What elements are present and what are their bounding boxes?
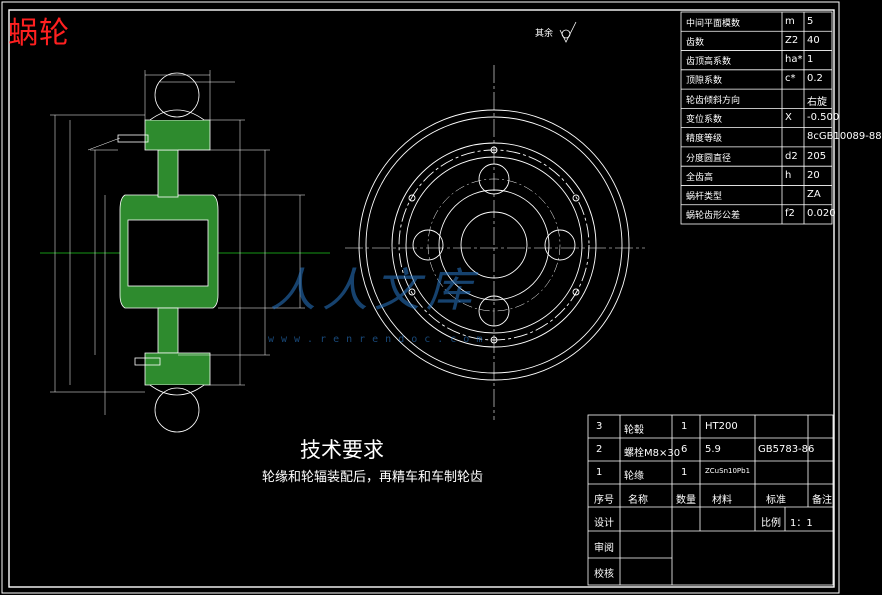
bolt-hole: [490, 336, 498, 344]
part-name: 轮缘: [624, 471, 644, 482]
param-name: 轮齿倾斜方向: [686, 95, 741, 106]
bolt-hole: [572, 288, 580, 296]
param-symbol: c*: [785, 73, 796, 85]
param-value: 0.2: [807, 73, 823, 85]
param-name: 变位系数: [686, 115, 723, 125]
bolt-hole: [408, 288, 416, 296]
web-upper: [157, 149, 179, 198]
bolt-hole: [408, 194, 416, 202]
part-no: 2: [596, 444, 603, 455]
param-name: 齿顶高系数: [686, 57, 732, 68]
param-name: 精度等级: [686, 134, 723, 145]
front-view: [345, 65, 645, 420]
bolt-hole: [572, 194, 580, 202]
tech-requirements-text: 轮缘和轮辐装配后，再精车和车制轮齿: [262, 470, 484, 485]
web-lower: [157, 307, 179, 354]
param-name: 蜗轮齿形公差: [686, 211, 741, 222]
param-value: -0.500: [807, 112, 840, 123]
web-outer-circle: [405, 156, 583, 334]
param-name: 蜗杆类型: [686, 192, 723, 203]
part-standard: GB5783-86: [758, 444, 815, 455]
header-note: 备注: [812, 495, 832, 506]
param-value: 5: [807, 15, 814, 27]
roughness-label: 其余: [535, 29, 554, 39]
roughness-symbol: [559, 21, 577, 43]
part-qty: 6: [681, 444, 688, 455]
param-name: 全齿高: [686, 172, 714, 183]
title-design: 设计: [594, 518, 614, 529]
part-material: ZCuSn10Pb1: [705, 467, 751, 475]
param-symbol: ha*: [785, 54, 803, 66]
param-value: 1: [807, 54, 814, 66]
worm-outline-upper: [154, 72, 200, 118]
header-no: 序号: [594, 495, 614, 506]
part-qty: 1: [681, 467, 688, 478]
bolt-lower: [134, 357, 161, 366]
part-qty: 1: [681, 421, 688, 432]
rim-inner-circle: [391, 142, 597, 348]
param-value: 8cGB10089-88: [807, 131, 882, 143]
outer-border: [1, 1, 840, 594]
drawing-title: 蜗轮: [8, 16, 70, 51]
param-symbol: X: [785, 112, 792, 123]
param-value: 0.020: [807, 208, 836, 220]
tech-requirements-heading: 技术要求: [300, 438, 384, 462]
param-value: 右旋: [807, 96, 827, 108]
watermark-url: www.renrendoc.com: [268, 334, 490, 345]
param-symbol: m: [785, 15, 795, 27]
tooth-arc-lower: [149, 384, 205, 396]
param-value: 205: [807, 150, 827, 162]
hub-circle: [438, 189, 550, 301]
param-symbol: f2: [785, 208, 795, 220]
part-no: 1: [596, 467, 603, 478]
tip-circle: [365, 116, 623, 374]
part-material: 5.9: [705, 444, 721, 455]
part-material: HT200: [705, 421, 738, 432]
param-symbol: Z2: [785, 34, 799, 46]
param-value: 20: [807, 169, 820, 181]
watermark-text: 人人文库: [270, 263, 478, 317]
web-hole-bottom: [478, 295, 510, 327]
bolt-upper: [117, 134, 149, 143]
web-hole-left: [412, 229, 444, 261]
param-value: 40: [807, 34, 820, 46]
title-scale-label: 比例: [761, 518, 781, 529]
param-symbol: d2: [785, 150, 798, 162]
bolt-pitch-circle: [398, 149, 590, 341]
title-review: 审阅: [594, 543, 614, 554]
part-name: 螺栓M8×30: [624, 448, 681, 459]
param-name: 中间平面模数: [686, 18, 741, 29]
part-no: 3: [596, 421, 603, 432]
part-name: 轮毂: [624, 425, 644, 436]
header-qty: 数量: [676, 495, 696, 506]
rim-upper: [144, 119, 211, 151]
bore: [127, 219, 209, 287]
param-name: 顶隙系数: [686, 76, 723, 87]
title-block-grid: [587, 414, 834, 586]
param-name: 齿数: [686, 37, 705, 48]
inner-border: [8, 9, 835, 588]
param-value: ZA: [807, 189, 821, 201]
param-symbol: h: [785, 169, 792, 181]
bore-circle: [460, 211, 528, 279]
worm-outline-lower: [154, 387, 200, 433]
dimensions: [50, 70, 305, 415]
header-name: 名称: [628, 495, 648, 506]
bolt-hole: [490, 146, 498, 154]
param-name: 分度圆直径: [686, 153, 732, 164]
hole-pitch-circle: [427, 178, 561, 312]
header-material: 材料: [712, 495, 732, 506]
header-standard: 标准: [766, 495, 786, 506]
web-hole-top: [478, 163, 510, 195]
title-scale-value: 1：1: [790, 518, 813, 529]
title-check: 校核: [594, 569, 614, 580]
web-hole-right: [544, 229, 576, 261]
parameter-table-grid: [680, 11, 833, 225]
outer-circle: [358, 109, 630, 381]
tooth-arc-upper: [149, 109, 205, 121]
cad-drawing: [1, 1, 840, 594]
section-view: [40, 70, 330, 433]
